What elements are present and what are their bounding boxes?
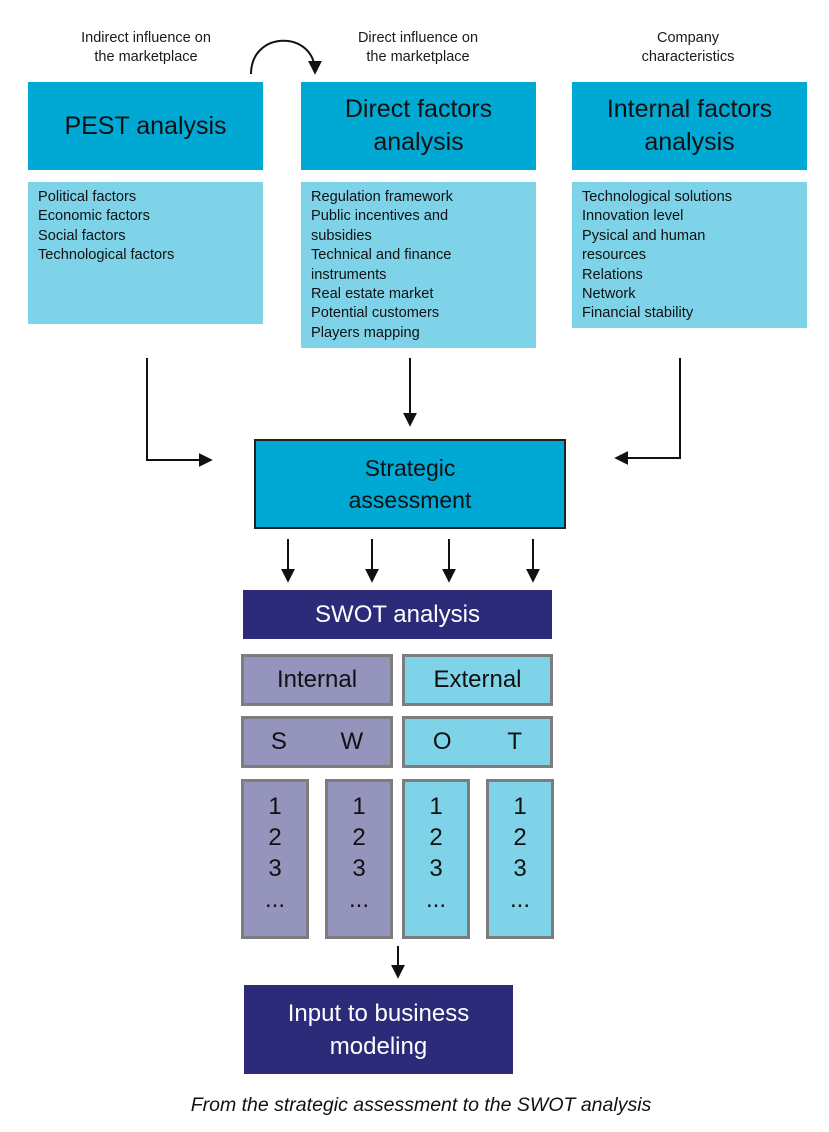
weaknesses-letter: W bbox=[340, 728, 364, 755]
list-item: Public incentives and bbox=[311, 208, 449, 225]
direct-header: Direct influence on the marketplace bbox=[320, 29, 516, 67]
list-item: subsidies bbox=[311, 227, 372, 244]
strategic-assessment-box: Strategic assessment bbox=[254, 439, 566, 529]
list-item: Technical and finance bbox=[311, 247, 452, 264]
direct-factors-list: Regulation framework Public incentives a… bbox=[301, 182, 536, 348]
swot-analysis-title: SWOT analysis bbox=[315, 600, 480, 628]
direct-factors-box: Direct factors analysis bbox=[301, 82, 536, 170]
external-group-box: External bbox=[402, 654, 553, 706]
internal-header: Company characteristics bbox=[590, 29, 786, 67]
list-item: Network bbox=[582, 286, 636, 303]
figure-caption: From the strategic assessment to the SWO… bbox=[190, 1094, 652, 1116]
pest-analysis-title: PEST analysis bbox=[64, 111, 227, 140]
opportunities-list: 1 2 3 ... bbox=[402, 779, 470, 939]
list-item: 1 bbox=[352, 793, 366, 820]
list-item: resources bbox=[582, 247, 647, 264]
list-item: Technological factors bbox=[38, 247, 175, 264]
list-item: Technological solutions bbox=[582, 189, 733, 205]
internal-factors-title-line-2: analysis bbox=[644, 128, 735, 156]
direct-factors-title-line-1: Direct factors bbox=[344, 95, 493, 123]
internal-to-strategic-arrow bbox=[614, 358, 681, 465]
pest-analysis-box: PEST analysis bbox=[28, 82, 263, 170]
list-item: 2 bbox=[429, 824, 443, 851]
list-item: Potential customers bbox=[311, 305, 440, 322]
list-item: Innovation level bbox=[582, 208, 684, 225]
direct-header-line-2: the marketplace bbox=[366, 49, 470, 65]
list-item: 3 bbox=[352, 855, 366, 882]
business-modeling-line-1: Input to business bbox=[287, 999, 470, 1027]
list-item: ... bbox=[509, 886, 530, 913]
opportunities-letter: O bbox=[432, 728, 452, 755]
internal-factors-box: Internal factors analysis bbox=[572, 82, 807, 170]
list-item: instruments bbox=[311, 266, 387, 283]
list-item: 3 bbox=[513, 855, 527, 882]
list-item: ... bbox=[348, 886, 369, 913]
business-modeling-line-2: modeling bbox=[329, 1032, 428, 1060]
list-item: 3 bbox=[268, 855, 282, 882]
internal-group-box: Internal bbox=[241, 654, 393, 706]
list-item: ... bbox=[264, 886, 285, 913]
list-item: 2 bbox=[352, 824, 366, 851]
pest-header: Indirect influence on the marketplace bbox=[48, 29, 244, 67]
list-item: Players mapping bbox=[311, 324, 420, 341]
weaknesses-list: 1 2 3 ... bbox=[325, 779, 393, 939]
list-item: Relations bbox=[582, 266, 643, 283]
ot-letters-box: O T bbox=[402, 716, 553, 768]
direct-header-line-1: Direct influence on bbox=[357, 30, 479, 46]
list-item: ... bbox=[425, 886, 446, 913]
pest-header-line-1: Indirect influence on bbox=[81, 30, 211, 46]
pest-factors-list: Political factors Economic factors Socia… bbox=[28, 182, 263, 324]
external-label: External bbox=[433, 666, 522, 693]
pest-to-strategic-arrow bbox=[146, 358, 213, 467]
internal-header-line-2: characteristics bbox=[641, 49, 735, 65]
strengths-list: 1 2 3 ... bbox=[241, 779, 309, 939]
direct-factors-title-line-2: analysis bbox=[373, 128, 464, 156]
list-item: Social factors bbox=[38, 227, 126, 244]
sw-letters-box: S W bbox=[241, 716, 393, 768]
internal-label: Internal bbox=[276, 666, 358, 693]
list-item: Economic factors bbox=[38, 208, 150, 225]
strengths-letter: S bbox=[270, 728, 287, 755]
pest-header-line-2: the marketplace bbox=[94, 49, 198, 65]
list-item: 1 bbox=[268, 793, 282, 820]
list-item: Real estate market bbox=[311, 286, 434, 303]
threats-letter: T bbox=[507, 728, 523, 755]
strategic-assessment-line-1: Strategic bbox=[364, 455, 456, 481]
list-item: 1 bbox=[513, 793, 527, 820]
curved-arrow bbox=[250, 39, 322, 75]
business-modeling-box: Input to business modeling bbox=[244, 985, 513, 1074]
list-item: 2 bbox=[513, 824, 527, 851]
internal-factors-title-line-1: Internal factors bbox=[606, 95, 773, 123]
list-item: Regulation framework bbox=[311, 189, 453, 205]
list-item: Pysical and human bbox=[582, 227, 706, 244]
strategic-assessment-line-2: assessment bbox=[348, 487, 472, 513]
list-item: Political factors bbox=[38, 189, 137, 205]
threats-list: 1 2 3 ... bbox=[486, 779, 554, 939]
list-item: Financial stability bbox=[582, 305, 694, 322]
list-item: 1 bbox=[429, 793, 443, 820]
list-item: 3 bbox=[429, 855, 443, 882]
internal-factors-list: Technological solutions Innovation level… bbox=[572, 182, 807, 328]
swot-analysis-box: SWOT analysis bbox=[243, 590, 552, 639]
internal-header-line-1: Company bbox=[656, 30, 720, 46]
list-item: 2 bbox=[268, 824, 282, 851]
